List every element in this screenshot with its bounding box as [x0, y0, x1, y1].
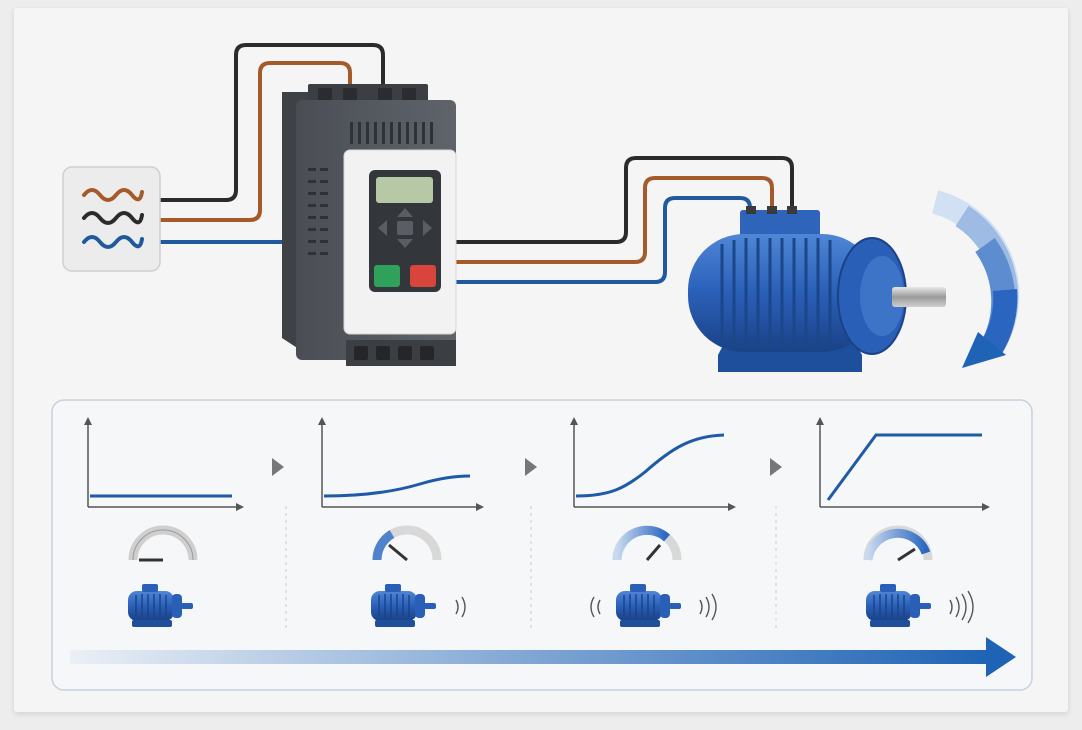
start-button[interactable] — [374, 265, 400, 287]
soft-starter-device — [282, 84, 457, 366]
motor-icon-stage-4 — [865, 583, 974, 628]
motor-icon-stage-3 — [590, 583, 717, 628]
wire-black-input — [160, 43, 385, 202]
stage-2 — [318, 417, 484, 511]
three-phase-motor — [688, 206, 946, 372]
motor-icon-stage-2 — [370, 583, 466, 628]
lcd-display — [376, 177, 433, 203]
speed-gauge-stage-1 — [128, 525, 198, 562]
output-wires — [456, 156, 794, 284]
stage-arrow-icon — [525, 458, 537, 476]
speed-curve-stage-2 — [323, 474, 471, 498]
stop-button[interactable] — [410, 265, 436, 287]
speed-gauge-stage-4 — [863, 525, 933, 562]
vibration-icon — [949, 590, 974, 624]
speed-curve-stage-4 — [826, 433, 982, 501]
speed-gauge-stage-3 — [612, 525, 682, 561]
rotation-arrow-icon — [931, 190, 1020, 368]
wire-brown-output — [456, 176, 774, 264]
stage-arrow-icon — [770, 458, 782, 476]
stage-4 — [816, 417, 990, 511]
ac-power-source-icon — [62, 166, 161, 272]
vibration-icon — [590, 593, 717, 621]
stage-1 — [84, 417, 244, 511]
wire-brown-input — [160, 61, 352, 222]
progress-arrow — [70, 650, 990, 664]
wire-black-output — [456, 156, 794, 244]
wire-blue-output — [456, 196, 752, 284]
stage-arrow-icon — [272, 458, 284, 476]
stage-3 — [570, 417, 736, 511]
input-wires — [160, 43, 385, 244]
startup-sequence-panel — [51, 399, 1033, 691]
speed-gauge-stage-2 — [372, 525, 442, 562]
keypad-arrows — [378, 208, 432, 248]
speed-curve-stage-3 — [575, 433, 725, 498]
vibration-icon — [455, 596, 466, 618]
